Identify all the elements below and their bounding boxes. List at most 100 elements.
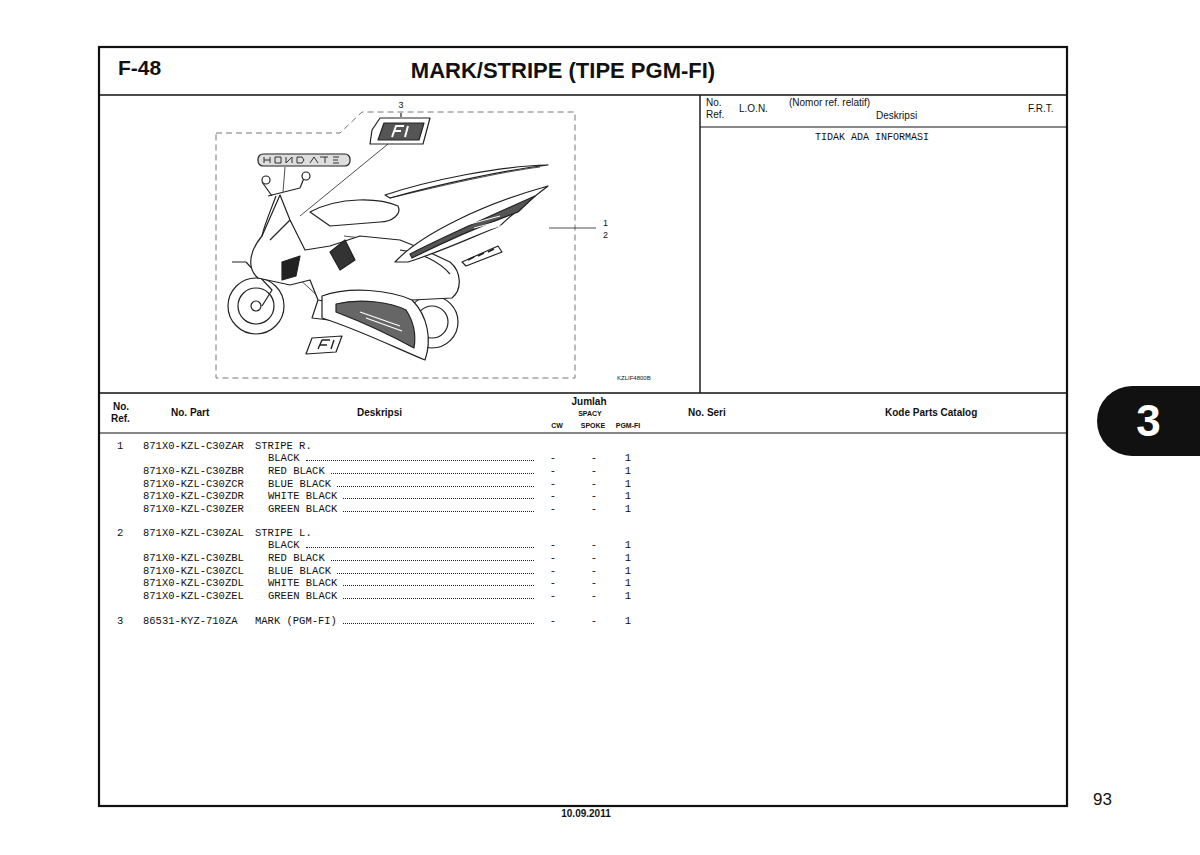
ref-number: 3 <box>117 616 123 627</box>
page-title: MARK/STRIPE (TIPE PGM-FI) <box>411 60 715 82</box>
column-header: SPACY <box>578 410 602 417</box>
quantity-cell: - <box>591 453 597 464</box>
quantity-cell: - <box>591 566 597 577</box>
quantity-cell: - <box>591 578 597 589</box>
quantity-cell: - <box>591 553 597 564</box>
quantity-cell: 1 <box>625 578 631 589</box>
quantity-cell: - <box>591 616 597 627</box>
part-number: 871X0-KZL-C30ZDR <box>143 491 244 502</box>
column-header: PGM-FI <box>616 422 641 429</box>
part-description: RED BLACK <box>268 553 325 564</box>
part-description: STRIPE R. <box>255 441 312 452</box>
quantity-cell: - <box>591 491 597 502</box>
quantity-cell: - <box>591 591 597 602</box>
part-number: 871X0-KZL-C30ZAL <box>143 528 244 539</box>
part-number: 871X0-KZL-C30ZDL <box>143 578 244 589</box>
quantity-cell: - <box>550 504 556 515</box>
quantity-cell: 1 <box>625 479 631 490</box>
quantity-cell: - <box>550 553 556 564</box>
quantity-cell: 1 <box>625 591 631 602</box>
part-number: 871X0-KZL-C30ZBR <box>143 466 244 477</box>
part-description: WHITE BLACK <box>268 491 337 502</box>
part-description: GREEN BLACK <box>268 591 337 602</box>
part-number: 871X0-KZL-C30ZCL <box>143 566 244 577</box>
column-header: No. <box>706 98 722 108</box>
quantity-cell: - <box>550 466 556 477</box>
quantity-cell: 1 <box>625 466 631 477</box>
column-header: Deskripsi <box>876 111 917 121</box>
column-header: CW <box>551 422 563 429</box>
callout-number: 1 <box>603 219 608 228</box>
dot-leader <box>306 547 534 548</box>
dot-leader <box>337 573 534 574</box>
column-header: Deskripsi <box>357 408 402 418</box>
dot-leader <box>331 473 534 474</box>
column-header: Jumlah <box>571 397 606 407</box>
part-number: 871X0-KZL-C30ZBL <box>143 553 244 564</box>
quantity-cell: - <box>550 578 556 589</box>
quantity-cell: - <box>591 479 597 490</box>
quantity-cell: - <box>550 616 556 627</box>
part-number: 86531-KYZ-710ZA <box>143 616 238 627</box>
column-header: No. <box>113 402 129 412</box>
quantity-cell: 1 <box>625 540 631 551</box>
note-text: TIDAK ADA INFORMASI <box>815 133 929 143</box>
dot-leader <box>343 498 534 499</box>
dot-leader <box>343 598 534 599</box>
quantity-cell: 1 <box>625 616 631 627</box>
column-header: No. Part <box>171 408 209 418</box>
part-number: 871X0-KZL-C30ZER <box>143 504 244 515</box>
part-description: WHITE BLACK <box>268 578 337 589</box>
column-header: F.R.T. <box>1028 104 1054 114</box>
quantity-cell: - <box>550 591 556 602</box>
print-date: 10.09.2011 <box>561 809 611 819</box>
part-description: BLACK <box>268 453 300 464</box>
part-number: 871X0-KZL-C30ZCR <box>143 479 244 490</box>
quantity-cell: - <box>591 504 597 515</box>
dot-leader <box>337 486 534 487</box>
part-description: GREEN BLACK <box>268 504 337 515</box>
column-header: No. Seri <box>688 408 726 418</box>
quantity-cell: 1 <box>625 504 631 515</box>
quantity-cell: - <box>550 566 556 577</box>
callout-number: 2 <box>603 231 608 240</box>
part-number: 871X0-KZL-C30ZEL <box>143 591 244 602</box>
column-header: SPOKE <box>581 422 606 429</box>
section-number: 3 <box>1136 399 1160 443</box>
part-description: STRIPE L. <box>255 528 312 539</box>
part-description: BLUE BLACK <box>268 479 331 490</box>
quantity-cell: - <box>591 466 597 477</box>
ref-number: 1 <box>117 441 123 452</box>
column-header: (Nomor ref. relatif) <box>789 98 870 108</box>
dot-leader <box>343 511 534 512</box>
column-header: Ref. <box>111 414 130 424</box>
part-description: MARK (PGM-FI) <box>255 616 337 627</box>
column-header: Ref. <box>706 110 724 120</box>
part-number: 871X0-KZL-C30ZAR <box>143 441 244 452</box>
part-description: BLUE BLACK <box>268 566 331 577</box>
quantity-cell: - <box>550 453 556 464</box>
column-header: Kode Parts Catalog <box>885 408 977 418</box>
part-description: RED BLACK <box>268 466 325 477</box>
dot-leader <box>343 623 534 624</box>
section-tab: 3 <box>1097 386 1200 456</box>
quantity-cell: 1 <box>625 553 631 564</box>
page-number: 93 <box>1093 791 1112 808</box>
column-header: L.O.N. <box>739 104 768 114</box>
quantity-cell: 1 <box>625 566 631 577</box>
dot-leader <box>306 460 534 461</box>
part-description: BLACK <box>268 540 300 551</box>
figure-number: F-48 <box>118 57 161 78</box>
quantity-cell: - <box>550 491 556 502</box>
quantity-cell: - <box>550 479 556 490</box>
quantity-cell: 1 <box>625 491 631 502</box>
dot-leader <box>331 560 534 561</box>
ref-number: 2 <box>117 528 123 539</box>
drawing-code: KZLIF4800B <box>617 375 651 381</box>
quantity-cell: - <box>550 540 556 551</box>
callout-number: 3 <box>398 101 403 110</box>
quantity-cell: 1 <box>625 453 631 464</box>
quantity-cell: - <box>591 540 597 551</box>
dot-leader <box>343 585 534 586</box>
